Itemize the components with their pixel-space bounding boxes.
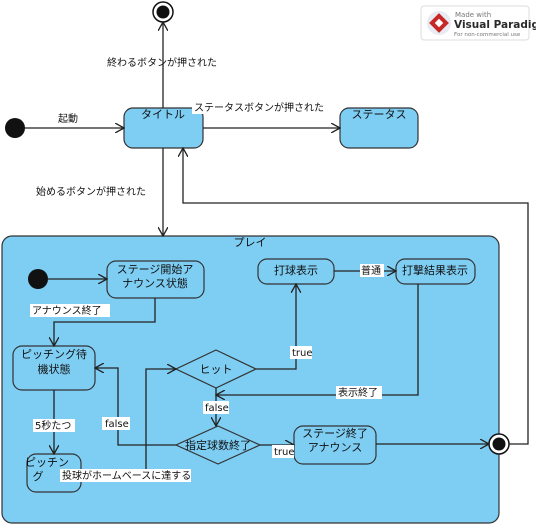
watermark-brand: Visual Paradigm [454,19,536,31]
label-status-pressed-bg [192,101,338,114]
state-pitching-label-2: グ [33,469,44,483]
state-pitching-wait-label-1: ピッチング待 [21,347,87,361]
state-stage-end-label-2: アナウンス [308,441,363,454]
transition-count-false[interactable] [95,368,176,446]
composite-state-play-label: プレイ [234,236,267,249]
final-state-top[interactable] [152,1,174,23]
label-status-pressed: ステータスボタンが押された [194,101,324,114]
label-announce-end: アナウンス終了 [32,304,102,317]
transition-hit-true[interactable] [256,284,296,370]
state-stage-start-label-2: ナウンス状態 [122,276,188,290]
label-ball-reaches-home-bg [60,469,191,482]
label-ball-reaches-home: 投球がホームベースに達する [62,469,191,482]
state-status-label: ステータス [352,108,407,121]
transition-announce-end[interactable] [54,298,156,346]
transition-display-end[interactable] [216,284,419,395]
inner-initial-state[interactable] [28,269,48,289]
label-end-pressed: 終わるボタンが押された [107,56,217,69]
state-title-label: タイトル [141,108,185,121]
label-start-pressed: 始めるボタンが押された [36,185,146,198]
label-false-hit-bg [203,401,229,414]
visual-paradigm-logo-icon [427,11,451,35]
state-stage-start-label-1: ステージ開始ア [117,262,194,276]
label-five-seconds: 5秒たつ [35,419,71,432]
label-false-count-bg [102,417,130,430]
state-stage-end-label-1: ステージ終了 [302,426,368,440]
label-display-end: 表示終了 [338,386,378,399]
label-always: 普通 [361,264,381,277]
decision-designated-ball-end-label: 指定球数終了 [185,438,251,452]
initial-state[interactable] [5,118,25,138]
label-start: 起動 [58,112,78,125]
watermark-made-with: Made with [455,11,491,19]
label-announce-end-bg [30,304,110,317]
label-true-count-bg [272,445,294,458]
label-false-count: false [105,419,129,430]
label-five-seconds-bg [33,419,75,432]
decision-hit-label: ヒット [200,363,233,376]
label-always-bg [360,264,384,277]
state-batting-display-label: 打球表示 [274,263,318,277]
label-true-hit: true [292,348,313,359]
label-display-end-bg [336,386,382,399]
inner-final-state[interactable] [488,433,510,455]
state-pitching-label-1: ピッチン [25,456,69,469]
watermark-sub: For non-commercial use [454,32,521,38]
label-true-count: true [274,447,295,458]
label-false-hit: false [205,403,229,414]
label-true-hit-bg [290,346,312,359]
watermark: Made with Visual Paradigm For non-commer… [420,5,536,41]
state-batting-result-label: 打撃結果表示 [402,263,468,277]
state-pitching-wait-label-2: 機状態 [38,362,71,376]
decision-designated-ball-end[interactable] [174,425,262,465]
transition-return-title[interactable] [183,148,529,445]
